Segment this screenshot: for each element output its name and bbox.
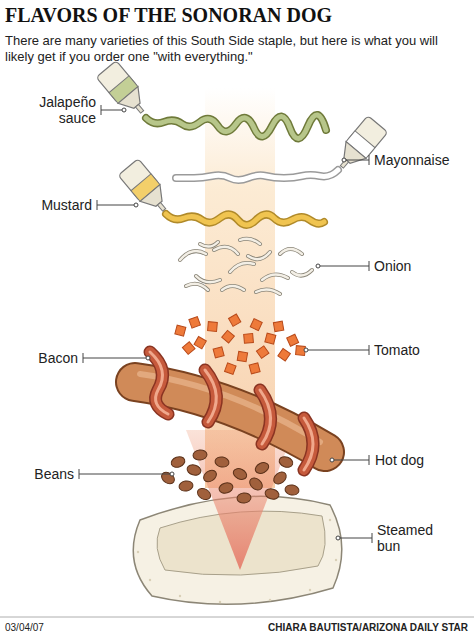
bacon-drawing	[150, 352, 313, 470]
part-label: Tomato	[374, 342, 464, 358]
onion-fill	[180, 239, 312, 294]
leader-lines	[79, 105, 372, 543]
jalapeno-bottle	[96, 61, 152, 121]
caption: There are many varieties of this South S…	[5, 33, 469, 65]
mustard-bottle	[118, 159, 174, 219]
pointer-arrow	[186, 430, 294, 570]
footer-rule	[0, 617, 474, 618]
part-label: Mustard	[4, 197, 92, 213]
sauce-drawing	[146, 115, 338, 225]
part-label: Jalapeño sauce	[16, 94, 96, 126]
beans-drawing	[159, 449, 299, 503]
part-label: Steamed bun	[377, 522, 447, 554]
part-label: Bacon	[4, 350, 78, 366]
part-label: Onion	[374, 258, 464, 274]
part-label: Beans	[4, 466, 74, 482]
onion-drawing	[180, 239, 312, 294]
part-label: Hot dog	[375, 452, 467, 468]
part-label: Mayonnaise	[374, 152, 470, 168]
date-stamp: 03/04/07	[5, 622, 125, 634]
title: FLAVORS OF THE SONORAN DOG	[5, 3, 469, 27]
tomato-drawing	[175, 314, 305, 374]
credit-line: CHIARA BAUTISTA/ARIZONA DAILY STAR	[138, 622, 468, 634]
